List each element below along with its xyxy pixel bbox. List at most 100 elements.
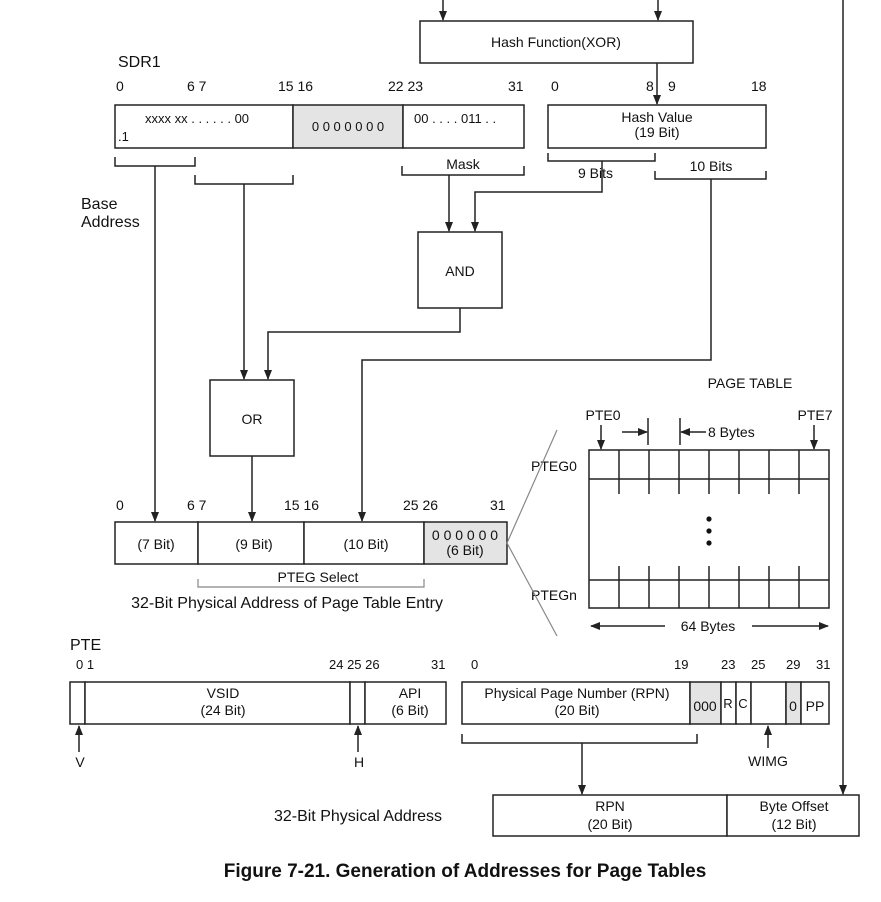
hash-high-bits-label: 10 Bits	[690, 158, 733, 174]
reserved1-label: 000	[693, 698, 717, 714]
pte-api-field	[364, 681, 447, 725]
sdr1-field2-value: 0 0 0 0 0 0 0	[312, 119, 384, 134]
pte-title: PTE	[70, 637, 101, 654]
sdr1-title: SDR1	[118, 54, 161, 71]
pte0-bit-label: 0 1	[76, 657, 94, 672]
hash-bracket-9-bits	[547, 153, 656, 162]
and-gate-label: AND	[445, 263, 475, 279]
pte-pp-field	[800, 681, 830, 725]
rpn-field-sub: (20 Bit)	[554, 702, 599, 718]
sdr1-field1-top: xxxx xx . . . . . . 00	[145, 111, 249, 126]
hash-bit-label: 18	[751, 78, 767, 94]
hash9-to-and-arrow	[471, 161, 603, 232]
hash10-to-pte-address-arrow	[358, 179, 712, 522]
ellipsis-dot	[706, 540, 712, 546]
vsid-label: VSID	[207, 685, 240, 701]
pte-address-caption: 32-Bit Physical Address of Page Table En…	[131, 595, 443, 612]
physical-offset-sub: (12 Bit)	[771, 816, 816, 832]
pte1-bit-label: 0	[471, 657, 478, 672]
sdr1-field3-value: 00 . . . . 011 . .	[414, 111, 496, 126]
entry-size-label: 8 Bytes	[708, 424, 755, 440]
hash-function-box	[419, 20, 694, 64]
rpn-field-label: Physical Page Number (RPN)	[484, 685, 669, 701]
physical-offset-field	[726, 794, 860, 837]
h-label: H	[354, 754, 364, 770]
pte0-label: PTE0	[585, 407, 620, 423]
sdr1-bit-label: 15 16	[278, 78, 313, 94]
pte-v-bit	[69, 681, 86, 725]
api-label: API	[399, 685, 422, 701]
pte0-bit-label: 24 25 26	[329, 657, 380, 672]
and-to-or-arrow	[264, 308, 461, 380]
pteg-select-label: PTEG Select	[278, 569, 359, 585]
sdr1-bracket-7-15	[194, 175, 294, 185]
pte1-bit-label: 23	[721, 657, 735, 672]
sdr1-field-reserved	[292, 104, 404, 149]
pte-rpn-field	[461, 681, 691, 725]
page-table-cells	[618, 450, 800, 608]
physical-offset-label: Byte Offset	[760, 798, 829, 814]
pteg-select-bracket	[197, 579, 425, 588]
page-table-title: PAGE TABLE	[708, 375, 793, 391]
pte-addr-bit-label: 0	[116, 497, 124, 513]
pte7-label: PTE7	[797, 407, 832, 423]
sdr1-bracket-mask	[401, 166, 525, 176]
pte1-bit-label: 31	[816, 657, 830, 672]
vsid-sub: (24 Bit)	[200, 702, 245, 718]
pte-physical-address: 0 6 7 15 16 25 26 31 (7 Bit) (9 Bit) (10…	[114, 497, 508, 612]
hash-value-box	[547, 104, 767, 149]
sdr1-bit-label: 22 23	[388, 78, 423, 94]
physical-rpn-sub: (20 Bit)	[587, 816, 632, 832]
pteg0-label: PTEG0	[531, 458, 577, 474]
figure-caption: Figure 7-21. Generation of Addresses for…	[224, 861, 707, 882]
pte-word1: 0 19 23 25 29 31 Physical Page Number (R…	[461, 657, 830, 795]
pte1-bit-label: 29	[786, 657, 800, 672]
pte-addr-bit-label: 31	[490, 497, 506, 513]
pte1-bit-label: 25	[751, 657, 765, 672]
sdr1-register: SDR1 0 6 7 15 16 22 23 31 xxxx xx . . . …	[81, 54, 525, 231]
pte1-bit-label: 19	[674, 657, 688, 672]
zoom-connector	[506, 429, 558, 637]
physical-rpn-label: RPN	[595, 798, 625, 814]
sdr1-bit-label: 31	[508, 78, 524, 94]
or-gate: OR	[209, 184, 461, 522]
page-table: PAGE TABLE PTE0 PTE7 8 Bytes PTEG0 PTEGn…	[506, 375, 833, 637]
c-label: C	[738, 696, 747, 711]
hash-value-register: 0 8 9 18 Hash Value (19 Bit) 9 Bits 10 B…	[547, 78, 767, 181]
pte-addr-field-label: (9 Bit)	[235, 536, 272, 552]
physical-rpn-field	[492, 794, 728, 837]
reserved2-label: 0	[789, 698, 797, 714]
v-label: V	[75, 754, 85, 770]
pte-word0: PTE 0 1 24 25 26 31 VSID (24 Bit) API (6…	[69, 637, 447, 770]
hash-bit-label: 0	[551, 78, 559, 94]
pte-addr-field-label: (10 Bit)	[343, 536, 388, 552]
base-address-label-line1: Base	[81, 196, 118, 213]
pte-addr-field-10bit	[303, 521, 425, 565]
sdr1-field-htabmask	[402, 104, 525, 149]
ptegn-label: PTEGn	[531, 587, 577, 603]
hash-function-block: Hash Function(XOR)	[419, 0, 694, 105]
pte-addr-field-6bit	[423, 521, 508, 565]
pte-addr-field-7bit	[114, 521, 199, 565]
pte-addr-last-top: 0 0 0 0 0 0	[432, 527, 498, 543]
pte-reserved1-field	[689, 681, 722, 725]
hash-value-label: Hash Value	[621, 109, 693, 125]
and-gate: AND	[417, 161, 603, 309]
base-address-label-line2: Address	[81, 214, 140, 231]
pte-addr-bit-label: 6 7	[187, 497, 207, 513]
sdr1-field1-bottom: .1	[118, 129, 129, 144]
pte-h-bit	[349, 681, 366, 725]
hash-bit-label: 8	[646, 78, 654, 94]
rpn-bracket	[461, 734, 698, 744]
pp-label: PP	[806, 698, 825, 714]
r-label: R	[723, 696, 732, 711]
hash-low-bits-label: 9 Bits	[578, 165, 613, 181]
pte-wimg-field	[750, 681, 787, 725]
row-width-label: 64 Bytes	[681, 618, 735, 634]
sdr1-bracket-0-6	[114, 157, 196, 167]
pte-addr-field-label: (7 Bit)	[137, 536, 174, 552]
pte-addr-bit-label: 15 16	[284, 497, 319, 513]
or-gate-label: OR	[242, 411, 263, 427]
ellipsis-dot	[706, 516, 712, 522]
